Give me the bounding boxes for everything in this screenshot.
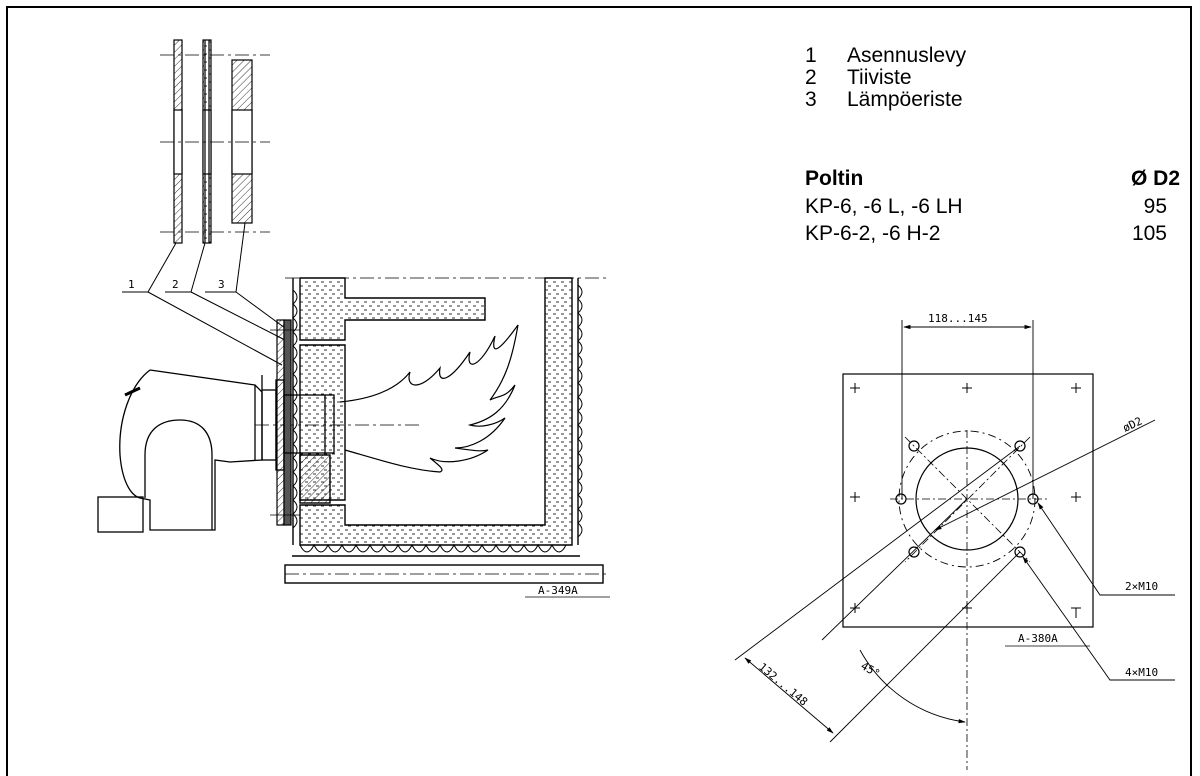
- callout-3: 3: [218, 278, 225, 291]
- dim-diameter-label: øD2: [1121, 415, 1145, 435]
- exploded-parts: [160, 39, 270, 244]
- mounted-plate: [270, 319, 300, 526]
- dim-hole-spacing: 118...145: [928, 312, 988, 325]
- holes-outer-label: 4×M10: [1125, 666, 1158, 679]
- table-cell-diameter: 95: [1143, 195, 1167, 218]
- callout-leaders: [122, 222, 286, 366]
- table-cell-diameter: 105: [1131, 222, 1167, 245]
- right-drawing-code: A-380A: [1018, 632, 1058, 645]
- flame-shape: [339, 324, 519, 473]
- dim-diagonal-label: 132...148: [756, 660, 810, 708]
- callout-1: 1: [128, 278, 135, 291]
- flange-plate-outline: [842, 373, 1094, 628]
- table-cell-burner: KP-6, -6 L, -6 LH: [805, 195, 963, 218]
- legend-label: Asennuslevy: [847, 44, 967, 67]
- holes-inner-label: 2×M10: [1125, 580, 1158, 593]
- legend-number: 3: [805, 88, 817, 111]
- legend-number: 1: [805, 44, 817, 67]
- burner-table: Poltin Ø D2 KP-6, -6 L, -6 LH 95 KP-6-2,…: [805, 166, 1185, 256]
- table-cell-burner: KP-6-2, -6 H-2: [805, 222, 941, 245]
- parts-legend: 1 Asennuslevy 2 Tiiviste 3 Lämpöeriste: [805, 44, 1065, 124]
- burner-unit: [97, 369, 335, 533]
- boiler-section: [284, 277, 604, 584]
- left-drawing-code: A-349A: [538, 584, 578, 597]
- table-header-burner: Poltin: [805, 167, 864, 190]
- angle-label: 45°: [859, 659, 883, 680]
- callout-2: 2: [172, 278, 179, 291]
- legend-label: Tiiviste: [847, 66, 912, 89]
- legend-number: 2: [805, 66, 817, 89]
- flange-drawing: [734, 320, 1175, 770]
- drawing-frame: [6, 6, 1192, 776]
- table-header-diameter: Ø D2: [1130, 167, 1180, 190]
- legend-label: Lämpöeriste: [847, 88, 963, 111]
